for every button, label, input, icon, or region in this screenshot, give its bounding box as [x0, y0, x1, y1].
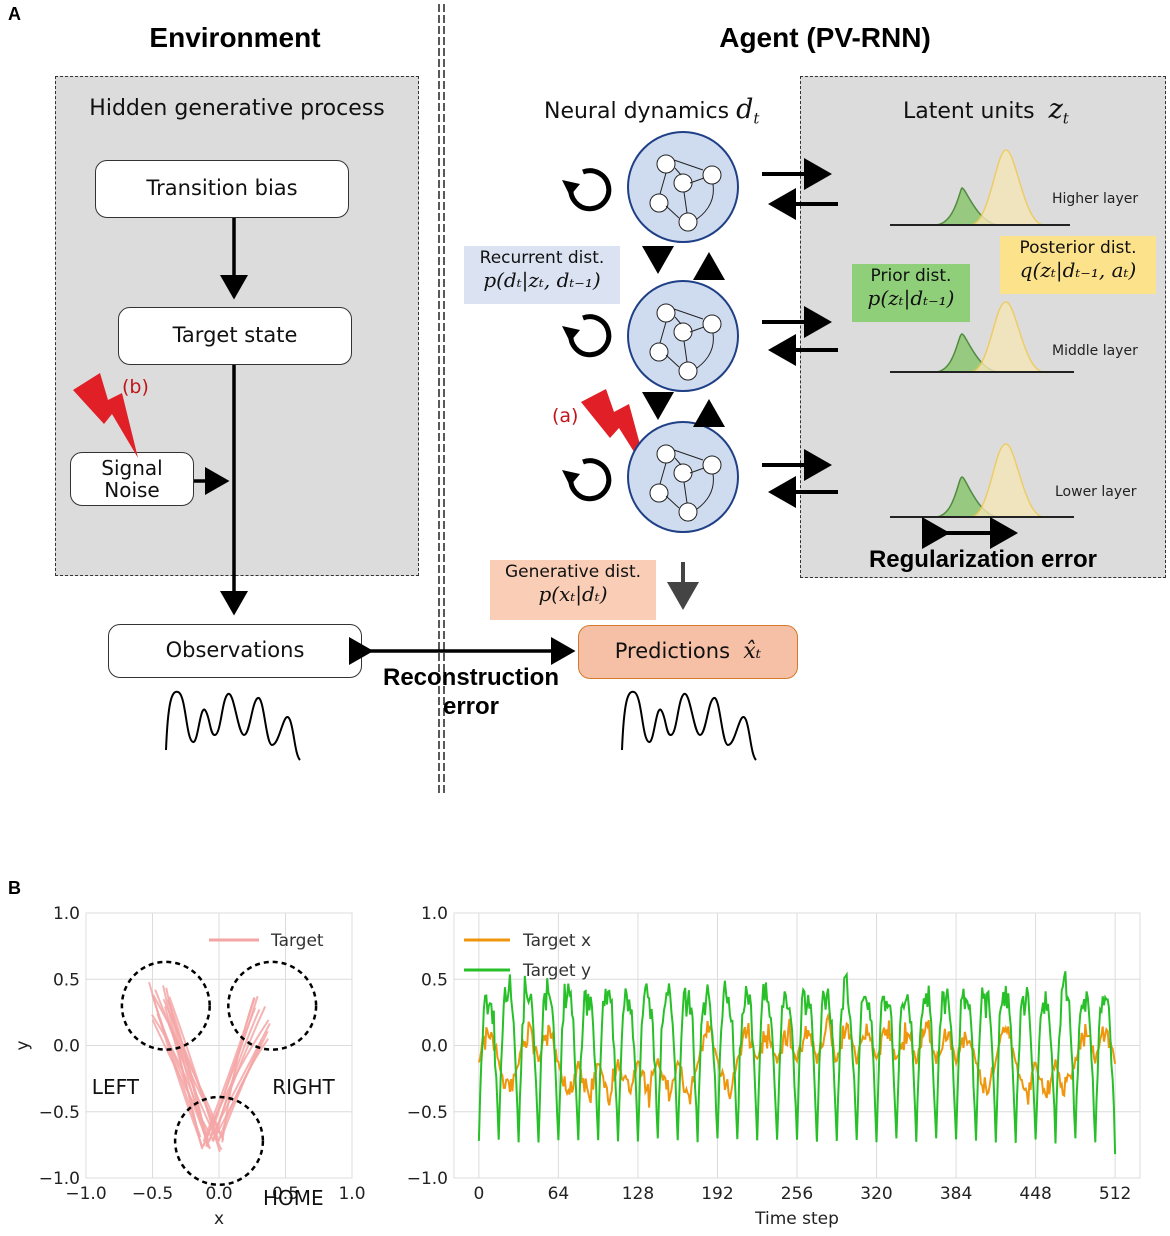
y-tick-label: 0.5 [421, 970, 448, 990]
y-tick-label: −1.0 [407, 1169, 448, 1189]
region-circle-right [227, 960, 318, 1051]
y-tick-label: 1.0 [53, 904, 80, 924]
x-tick-label: 320 [860, 1184, 892, 1204]
exchange-arrows-lower [762, 449, 838, 508]
region-circle-home [173, 1095, 265, 1187]
x-tick-label: 64 [548, 1184, 570, 1204]
xy-trajectory-chart: −1.0 −0.5 0.0 0.5 1.0 1.0 0.5 0.0 −0.5 −1.0 x yLEFT… [13, 904, 366, 1229]
legend-label-target: Target [270, 931, 324, 951]
y-axis-label: y [13, 1040, 33, 1050]
prediction-signal-icon [621, 690, 757, 761]
series-line-target-x [477, 1012, 1117, 1108]
x-axis-label: Time step [754, 1209, 839, 1229]
time-series-chart: 0 64 128 192 256 320 384 448 512 1.0 0.5 0.0 −0.5 −1.… [407, 904, 1141, 1229]
lightning-b-icon [73, 373, 138, 458]
neural-dynamics-title: Neural dynamics dt [544, 94, 760, 128]
x-tick-label: −0.5 [132, 1184, 173, 1204]
distributions-middle [890, 301, 1074, 373]
loop-icon-middle [562, 314, 612, 358]
x-tick-label: 1.0 [338, 1184, 365, 1204]
x-tick-label: 192 [701, 1184, 733, 1204]
region-label-right: RIGHT [272, 1075, 335, 1099]
panel-a-letter: A [8, 4, 21, 24]
y-tick-label: 0.5 [53, 970, 80, 990]
hidden-process-title: Hidden generative process [89, 96, 385, 121]
generative-dist-tag: Generative dist. p(xₜ|dₜ) [490, 560, 656, 620]
panel-b-letter: B [8, 878, 21, 898]
rnn-lower [627, 421, 739, 533]
trajectory-segment [214, 1009, 261, 1139]
legend-label-0: Target x [522, 931, 591, 951]
marker-a: (a) [552, 405, 579, 427]
x-tick-label: −1.0 [65, 1184, 106, 1204]
observations-node: Observations [108, 624, 362, 678]
y-tick-label: 0.0 [421, 1037, 448, 1057]
distributions-lower [890, 443, 1074, 518]
rnn-middle [627, 280, 739, 392]
x-tick-label: 384 [940, 1184, 972, 1204]
x-tick-label: 0.5 [272, 1184, 299, 1204]
x-tick-label: 0 [473, 1184, 484, 1204]
loop-icon-higher [562, 168, 612, 212]
higher-layer-label: Higher layer [1052, 191, 1139, 207]
regularization-error-label: Regularization error [868, 546, 1098, 573]
lower-layer-label: Lower layer [1055, 484, 1137, 500]
legend-label-1: Target y [522, 961, 591, 981]
agent-heading: Agent (PV-RNN) [719, 22, 931, 53]
transition-bias-node: Transition bias [95, 160, 349, 218]
trajectory-segment [212, 1030, 269, 1141]
distributions-higher [890, 149, 1070, 226]
trajectory-segment [151, 1014, 210, 1141]
y-tick-label: 1.0 [421, 904, 448, 924]
series-line-target-y [477, 971, 1117, 1155]
x-tick-label: 448 [1019, 1184, 1051, 1204]
region-label-left: LEFT [92, 1075, 140, 1099]
x-tick-label: 0.0 [205, 1184, 232, 1204]
latent-box [800, 76, 1166, 578]
target-trajectory [148, 981, 271, 1153]
trajectory-segment [202, 997, 256, 1142]
y-tick-label: −0.5 [39, 1103, 80, 1123]
recurrent-dist-tag: Recurrent dist. p(dₜ|zₜ, dₜ₋₁) [464, 246, 620, 304]
rnn-higher [627, 131, 739, 243]
y-tick-label: 0.0 [53, 1037, 80, 1057]
y-tick-label: −1.0 [39, 1169, 80, 1189]
latent-units-title: Latent units zt [903, 94, 1069, 128]
x-tick-label: 256 [781, 1184, 813, 1204]
observation-signal-icon [165, 690, 301, 761]
region-circle-left [120, 960, 211, 1051]
middle-layer-label: Middle layer [1052, 343, 1138, 359]
environment-heading: Environment [149, 22, 321, 53]
posterior-dist-tag: Posterior dist. q(zₜ|dₜ₋₁, aₜ) [1000, 236, 1156, 294]
x-tick-label: 128 [622, 1184, 654, 1204]
target-state-node: Target state [118, 307, 352, 365]
signal-noise-node: Signal Noise [70, 452, 194, 506]
region-label-home: HOME [263, 1186, 324, 1210]
x-axis-label: x [214, 1209, 224, 1229]
lightning-a-icon [581, 389, 648, 474]
trajectory-segment [205, 1022, 271, 1148]
reconstruction-error-label: Reconstruction error [382, 664, 559, 720]
exchange-arrows-middle [762, 306, 838, 366]
exchange-arrows-higher [762, 158, 838, 220]
x-tick-label: 512 [1099, 1184, 1131, 1204]
trajectory-segment [152, 994, 225, 1141]
panel-a-graphics [73, 131, 1074, 761]
trajectory-segment [163, 1005, 202, 1143]
prior-dist-tag: Prior dist. p(zₜ|dₜ₋₁) [852, 264, 970, 322]
predictions-node: Predictions x̂ₜ [578, 625, 798, 679]
y-tick-label: −0.5 [407, 1103, 448, 1123]
marker-b: (b) [122, 376, 149, 398]
loop-icon-lower [562, 458, 612, 502]
